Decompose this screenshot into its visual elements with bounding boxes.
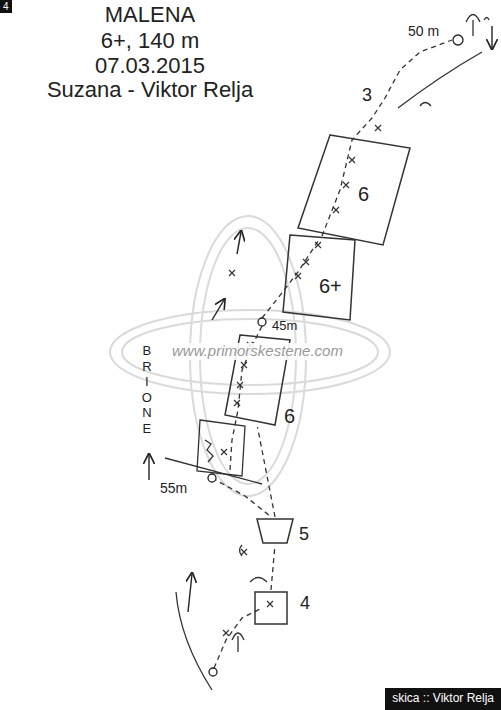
direction-arrow [491,26,492,48]
bolt-marks [375,125,381,131]
watermark-logo [110,310,390,394]
pitch-outline [255,517,295,545]
belay-station [208,474,216,482]
belay-station [453,35,463,45]
direction-arrow [149,26,492,612]
pitch-box: 4 [253,590,289,626]
direction-arrow [148,455,149,480]
bolt-marks [241,549,247,555]
pitch-box: 6+ [281,233,357,323]
bolt-marks [349,157,355,163]
bolt-marks [333,207,339,213]
date: 07.03.2015 [20,54,280,78]
route-title: MALENA [20,3,280,27]
pitch-box: 6 [296,133,412,247]
sketch-lines [484,18,489,21]
pitch-outline [253,590,289,626]
sketch-lines [165,15,489,691]
place-name: BRIONE [141,343,153,437]
grade-label: 6 [284,405,295,427]
pitch-length: 50 m [408,24,439,39]
grade-length: 6+, 140 m [20,29,280,53]
route-connector [258,427,276,517]
bolt-marks [295,273,301,279]
pitch-length: 55m [160,481,187,496]
watermark-logo [122,319,378,385]
pitch-outline [298,135,410,245]
direction-arrow [237,232,241,254]
pitch-outline [296,133,412,247]
grade-label: 6 [358,183,369,205]
pitch-outline [257,519,293,543]
pitch-outline [255,592,287,624]
sketch-lines [232,633,244,652]
bolt-marks [221,125,381,636]
sketch-lines [205,440,213,462]
bolt-marks [221,449,227,455]
watermark: www.primorskestene.com [170,343,345,360]
watermark-logo [110,216,390,496]
sketch-lines [420,103,431,107]
pitch-outline [283,235,355,320]
bolt-marks [229,270,235,276]
grade-label: 5 [299,525,309,545]
bolt-marks [267,601,273,607]
belay-station [209,668,217,676]
grade-label: 6+ [319,275,342,297]
route-line [322,40,452,236]
route-line [262,238,320,318]
direction-arrow [188,574,192,612]
belay-station [258,318,266,326]
bolt-marks [223,630,229,636]
bolt-marks [241,362,247,368]
sketch-lines [197,420,245,476]
grade-label: 4 [300,594,310,614]
sketch-lines [176,592,212,690]
authors: Suzana - Viktor Relja [20,78,280,102]
route-connector [271,545,275,590]
bolt-marks [303,259,309,265]
bolt-marks [234,400,240,406]
credit-bar: skica :: Viktor Relja [385,688,501,710]
grade-label: 3 [362,86,372,106]
sketch-lines [466,15,480,37]
pitch-box: 5 [255,517,295,545]
bolt-marks [315,242,321,248]
pitch-length: 45m [272,319,297,333]
photo-number: 4 [0,0,12,13]
bolt-marks [237,382,243,388]
bolt-marks [343,182,349,188]
sketch-lines [250,578,267,583]
sketch-lines [398,52,482,108]
direction-arrow [212,300,224,320]
